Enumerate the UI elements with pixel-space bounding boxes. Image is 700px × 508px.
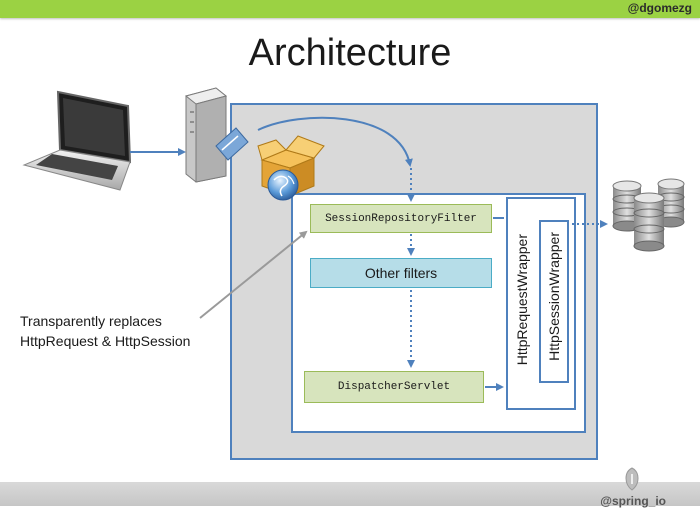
globe-icon (267, 169, 299, 201)
database-icon (612, 178, 685, 252)
dispatcher-servlet-box: DispatcherServlet (304, 371, 484, 403)
server-to-filter-arrow (257, 116, 413, 167)
laptop-icon (22, 90, 132, 191)
replacement-note-line1: Transparently replaces (20, 313, 162, 329)
replacement-note-line2: HttpRequest & HttpSession (20, 333, 191, 349)
replacement-note: Transparently replaces HttpRequest & Htt… (20, 311, 190, 351)
footer-bar: @spring_io (0, 467, 700, 508)
footer-brand: @spring_io (600, 494, 666, 508)
session-repository-filter-box: SessionRepositoryFilter (310, 204, 492, 233)
author-handle: @dgomezg (627, 1, 692, 15)
top-bar: @dgomezg (0, 0, 700, 18)
dispatcher-servlet-label: DispatcherServlet (337, 381, 451, 393)
session-repository-filter-label: SessionRepositoryFilter (325, 212, 477, 225)
http-session-wrapper-box: HttpSessionWrapper (539, 220, 569, 383)
spring-leaf-icon (625, 467, 639, 491)
note-pointer-arrow (199, 230, 308, 319)
other-filters-label: Other filters (364, 265, 438, 281)
slide-title: Architecture (248, 32, 452, 74)
server-icon (184, 87, 249, 183)
other-filters-box: Other filters (310, 258, 492, 288)
